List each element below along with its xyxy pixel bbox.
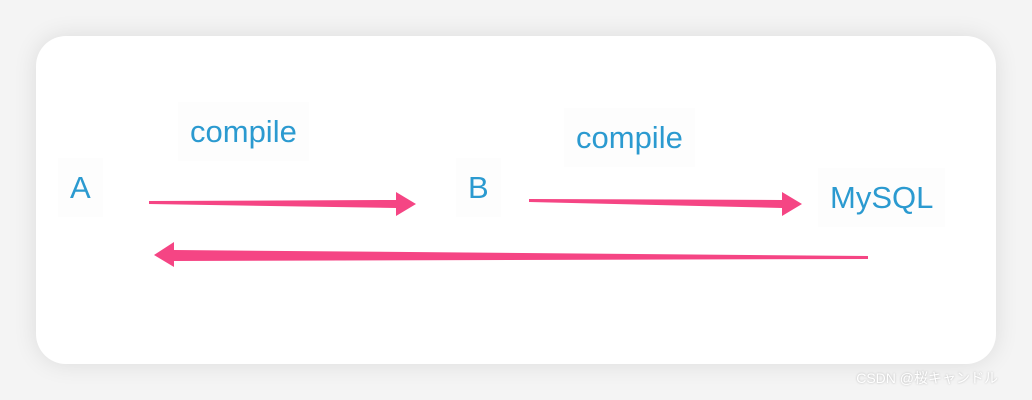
node-b: B: [456, 158, 501, 217]
node-mysql: MySQL: [818, 168, 946, 227]
node-a: A: [58, 158, 103, 217]
edge-label-a-to-b: compile: [178, 102, 309, 161]
edge-label-b-to-mysql: compile: [564, 108, 695, 167]
watermark: CSDN @桜キャンドル: [856, 370, 998, 386]
